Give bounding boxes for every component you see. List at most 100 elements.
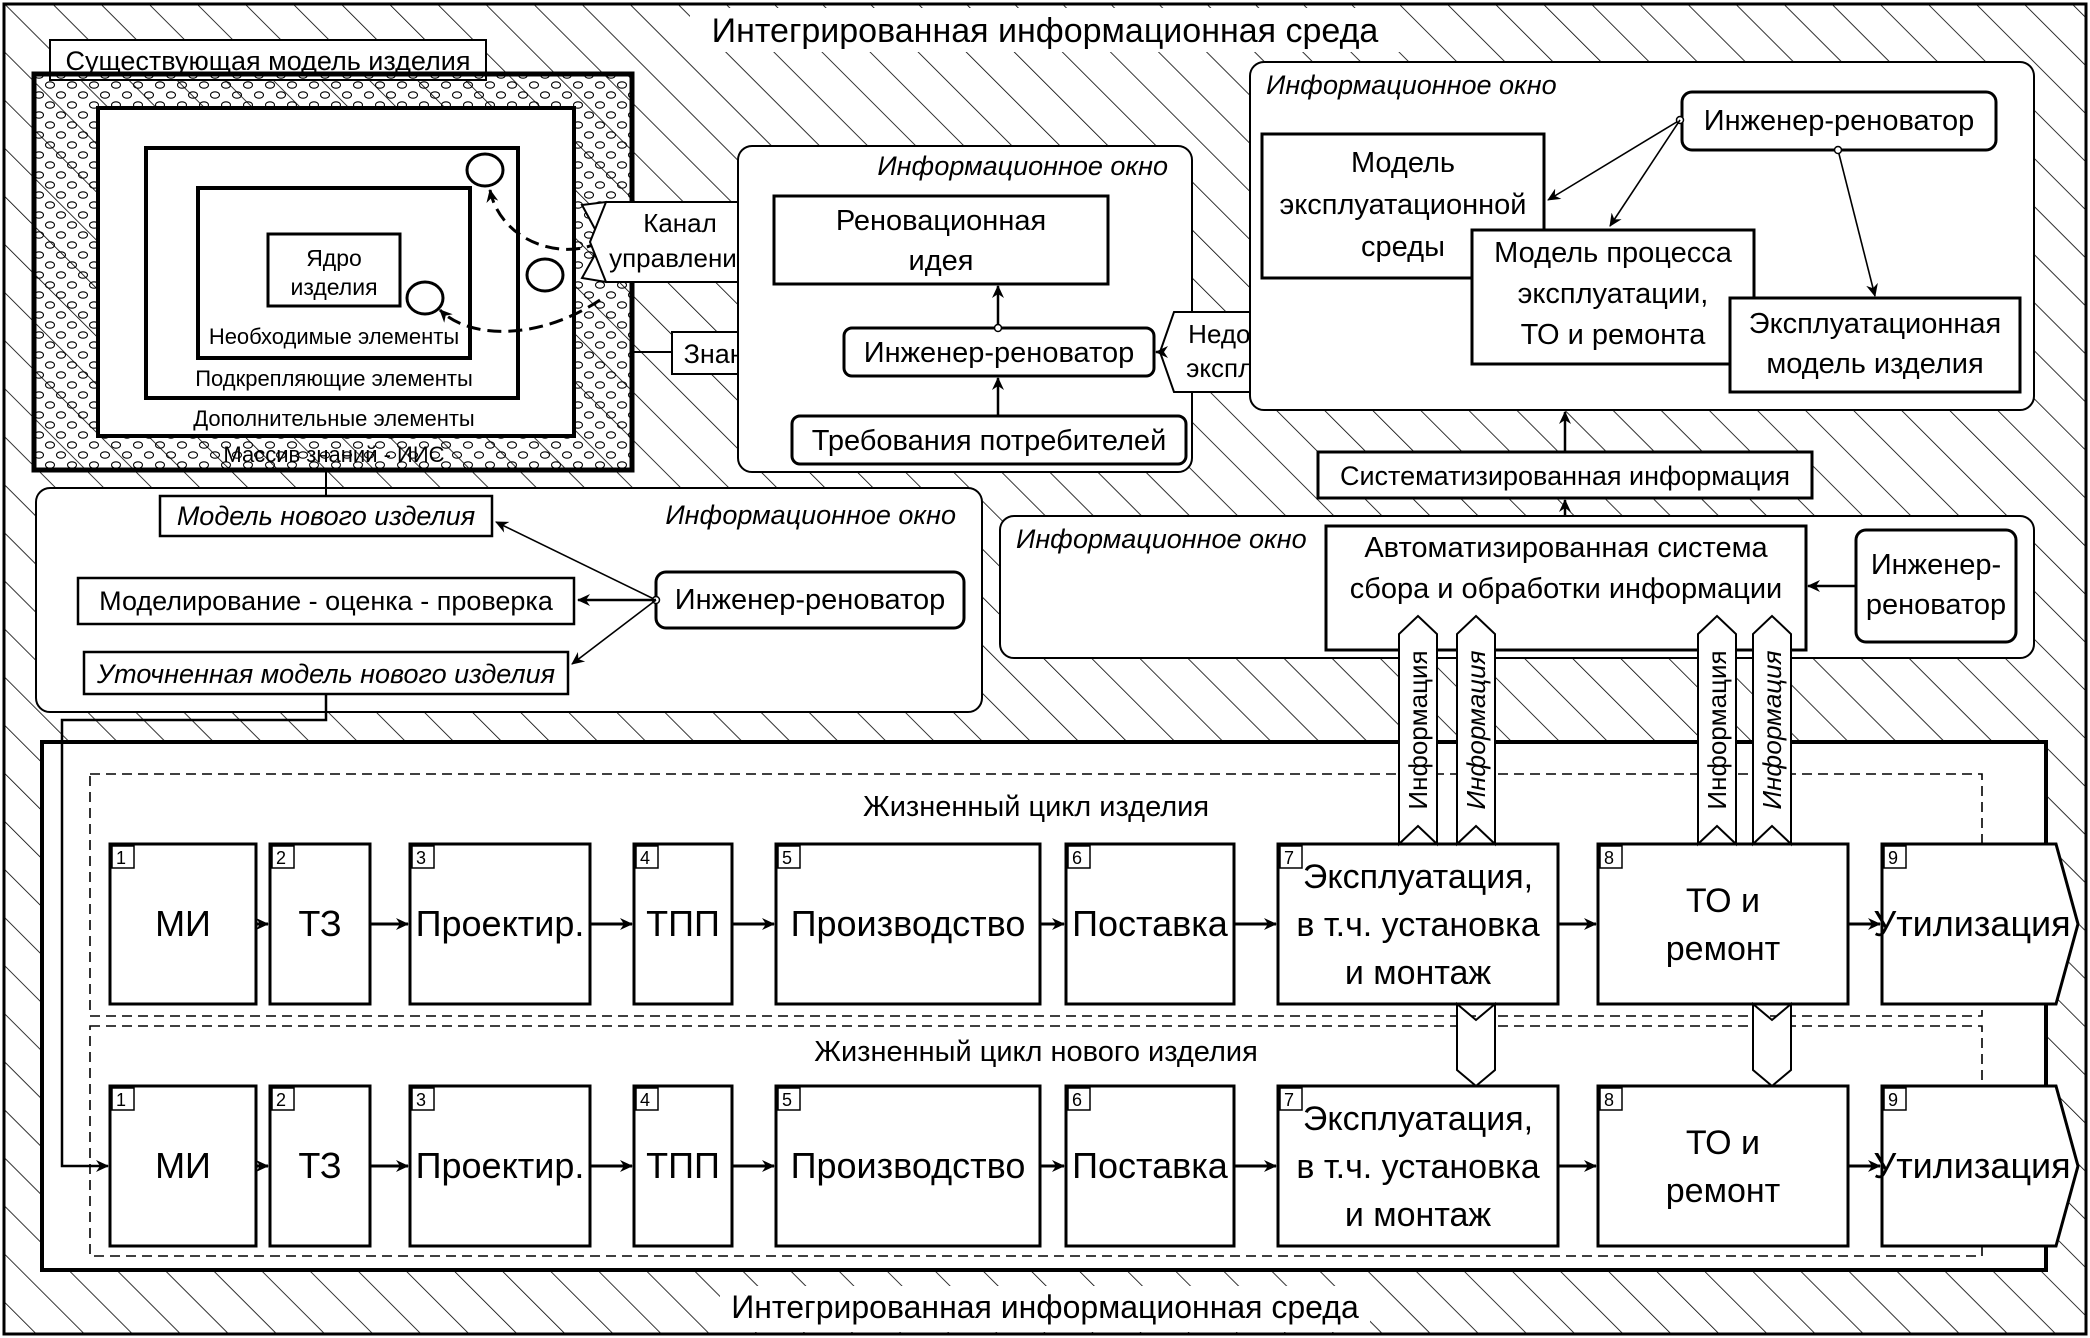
old-stage-6 [1064, 842, 1236, 1006]
new-stage-1 [108, 1084, 258, 1248]
env-model-line-1: Модель [1351, 147, 1455, 179]
refined-model-box [82, 650, 570, 696]
renovation-idea-line-2: идея [909, 245, 974, 277]
old-stage-label: Эксплуатация, [1303, 858, 1533, 896]
new-stage-label: Эксплуатация, [1303, 1100, 1533, 1138]
env-title-bottom: Интегрированная информационная среда [731, 1289, 1359, 1325]
window-exploitation-label: Информационное окно [1266, 70, 1557, 100]
old-stage-label: Поставка [1072, 903, 1229, 944]
knowledge-array-label: Массив знаний - ИИС [223, 442, 444, 467]
old-stage-number: 9 [1888, 848, 1898, 868]
new-stage-label: МИ [155, 1145, 211, 1186]
new-stage-number: 1 [116, 1090, 126, 1110]
old-stage-number: 1 [116, 848, 126, 868]
new-stage-label: Производство [791, 1145, 1026, 1186]
element-oval-2 [405, 280, 445, 316]
new-stage-9 [1880, 1084, 2080, 1248]
engineer-exploit-label: Инженер-реноватор [1704, 105, 1975, 137]
renovation-idea-box [772, 194, 1110, 286]
old-stage-4 [632, 842, 734, 1006]
process-model-line-3: ТО и ремонта [1521, 319, 1707, 351]
old-stage-number: 6 [1072, 848, 1082, 868]
window-renovation: Информационное окно Реновационная идея И… [737, 145, 1193, 473]
info-arrow-down [1752, 1001, 1792, 1088]
element-oval-3 [525, 257, 565, 293]
old-stage-label: ТО и [1686, 882, 1760, 920]
old-stage-number: 5 [782, 848, 792, 868]
new-stage-label: ТПП [646, 1145, 720, 1186]
necessary-elements-label: Необходимые элементы [209, 324, 459, 349]
requirements-box [790, 414, 1188, 466]
new-stage-label: и монтаж [1345, 1196, 1492, 1234]
info-arrow-up [1697, 614, 1737, 847]
refined-model-label: Уточненная модель нового изделия [96, 659, 555, 689]
new-stage-number: 3 [416, 1090, 426, 1110]
env-model-line-3: среды [1361, 231, 1445, 263]
new-stage-label: Поставка [1072, 1145, 1229, 1186]
old-stage-1 [108, 842, 258, 1006]
window-automated: Информационное окно Автоматизированная с… [999, 515, 2035, 659]
new-stage-number: 6 [1072, 1090, 1082, 1110]
lifecycle-title-new: Жизненный цикл нового изделия [814, 1036, 1258, 1068]
info-arrow-label: Информация [1461, 650, 1491, 809]
new-stage-3 [408, 1084, 592, 1248]
old-stage-9 [1880, 842, 2080, 1006]
old-stage-label: ремонт [1666, 930, 1780, 968]
channel-line-1: Канал [643, 208, 717, 238]
stages-row-old: 1МИ2ТЗ3Проектир.4ТПП5Производство6Постав… [108, 842, 2080, 1006]
product-model-line-2: модель изделия [1766, 348, 1983, 380]
systematized-label: Систематизированная информация [1340, 461, 1790, 491]
automated-system-line-1: Автоматизированная система [1364, 532, 1768, 564]
element-oval-1 [465, 152, 505, 188]
existing-model-title: Существующая модель изделия [65, 46, 470, 76]
stages-row-new: 1МИ2ТЗ3Проектир.4ТПП5Производство6Постав… [108, 1084, 2080, 1248]
feed-line [60, 694, 328, 1172]
process-model-box [1470, 228, 1756, 366]
old-stage-number: 8 [1604, 848, 1614, 868]
new-stage-number: 8 [1604, 1090, 1614, 1110]
old-stage-number: 4 [640, 848, 650, 868]
info-arrow-up [1398, 614, 1438, 847]
dashed-arrow-1 [486, 189, 601, 251]
lifecycle-zone-old [89, 773, 1983, 1017]
env-model-line-2: эксплуатационной [1280, 189, 1527, 221]
new-stage-number: 2 [276, 1090, 286, 1110]
info-arrow-label: Информация [1757, 650, 1787, 809]
info-arrows: Информация Информация Информация Информация [1398, 614, 1792, 1088]
new-stage-label: Проектир. [416, 1145, 585, 1186]
env-title-top: Интегрированная информационная среда [712, 12, 1379, 50]
engineer-auto-line-2: реноватор [1866, 589, 2006, 621]
process-model-line-2: эксплуатации, [1518, 278, 1709, 310]
reinforcing-elements-label: Подкрепляющие элементы [195, 366, 473, 391]
old-stage-label: в т.ч. установка [1296, 906, 1539, 944]
automated-system-line-2: сбора и обработки информации [1350, 573, 1783, 605]
new-stage-label: ТО и [1686, 1124, 1760, 1162]
product-model-line-1: Эксплуатационная [1749, 308, 2002, 340]
window-new-model-label: Информационное окно [665, 500, 956, 530]
core-line-2: изделия [290, 274, 377, 300]
new-stage-7 [1276, 1084, 1560, 1248]
new-stage-8 [1596, 1084, 1850, 1248]
info-arrow-label: Информация [1702, 650, 1732, 809]
old-stage-label: Производство [791, 903, 1026, 944]
window-renovation-label: Информационное окно [877, 151, 1168, 181]
old-stage-label: ТПП [646, 903, 720, 944]
systematized-box [1316, 450, 1814, 500]
new-model-label: Модель нового изделия [177, 501, 475, 531]
old-stage-7 [1276, 842, 1560, 1006]
simulation-label: Моделирование - оценка - проверка [99, 586, 554, 616]
product-model-box [1728, 296, 2022, 394]
old-stage-5 [774, 842, 1042, 1006]
window-new-model: Информационное окно Модель нового издели… [35, 470, 983, 713]
new-stage-label: в т.ч. установка [1296, 1148, 1539, 1186]
info-arrow-label: Информация [1403, 650, 1433, 809]
new-stage-label: ремонт [1666, 1172, 1780, 1210]
existing-product-model: Существующая модель изделия Ядро изделия… [31, 39, 635, 473]
info-arrow-down [1456, 1001, 1496, 1088]
new-stage-label: ТЗ [298, 1145, 341, 1186]
old-stage-8 [1596, 842, 1850, 1006]
engineer-model-label: Инженер-реноватор [675, 584, 946, 616]
new-stage-5 [774, 1084, 1042, 1248]
new-stage-number: 5 [782, 1090, 792, 1110]
